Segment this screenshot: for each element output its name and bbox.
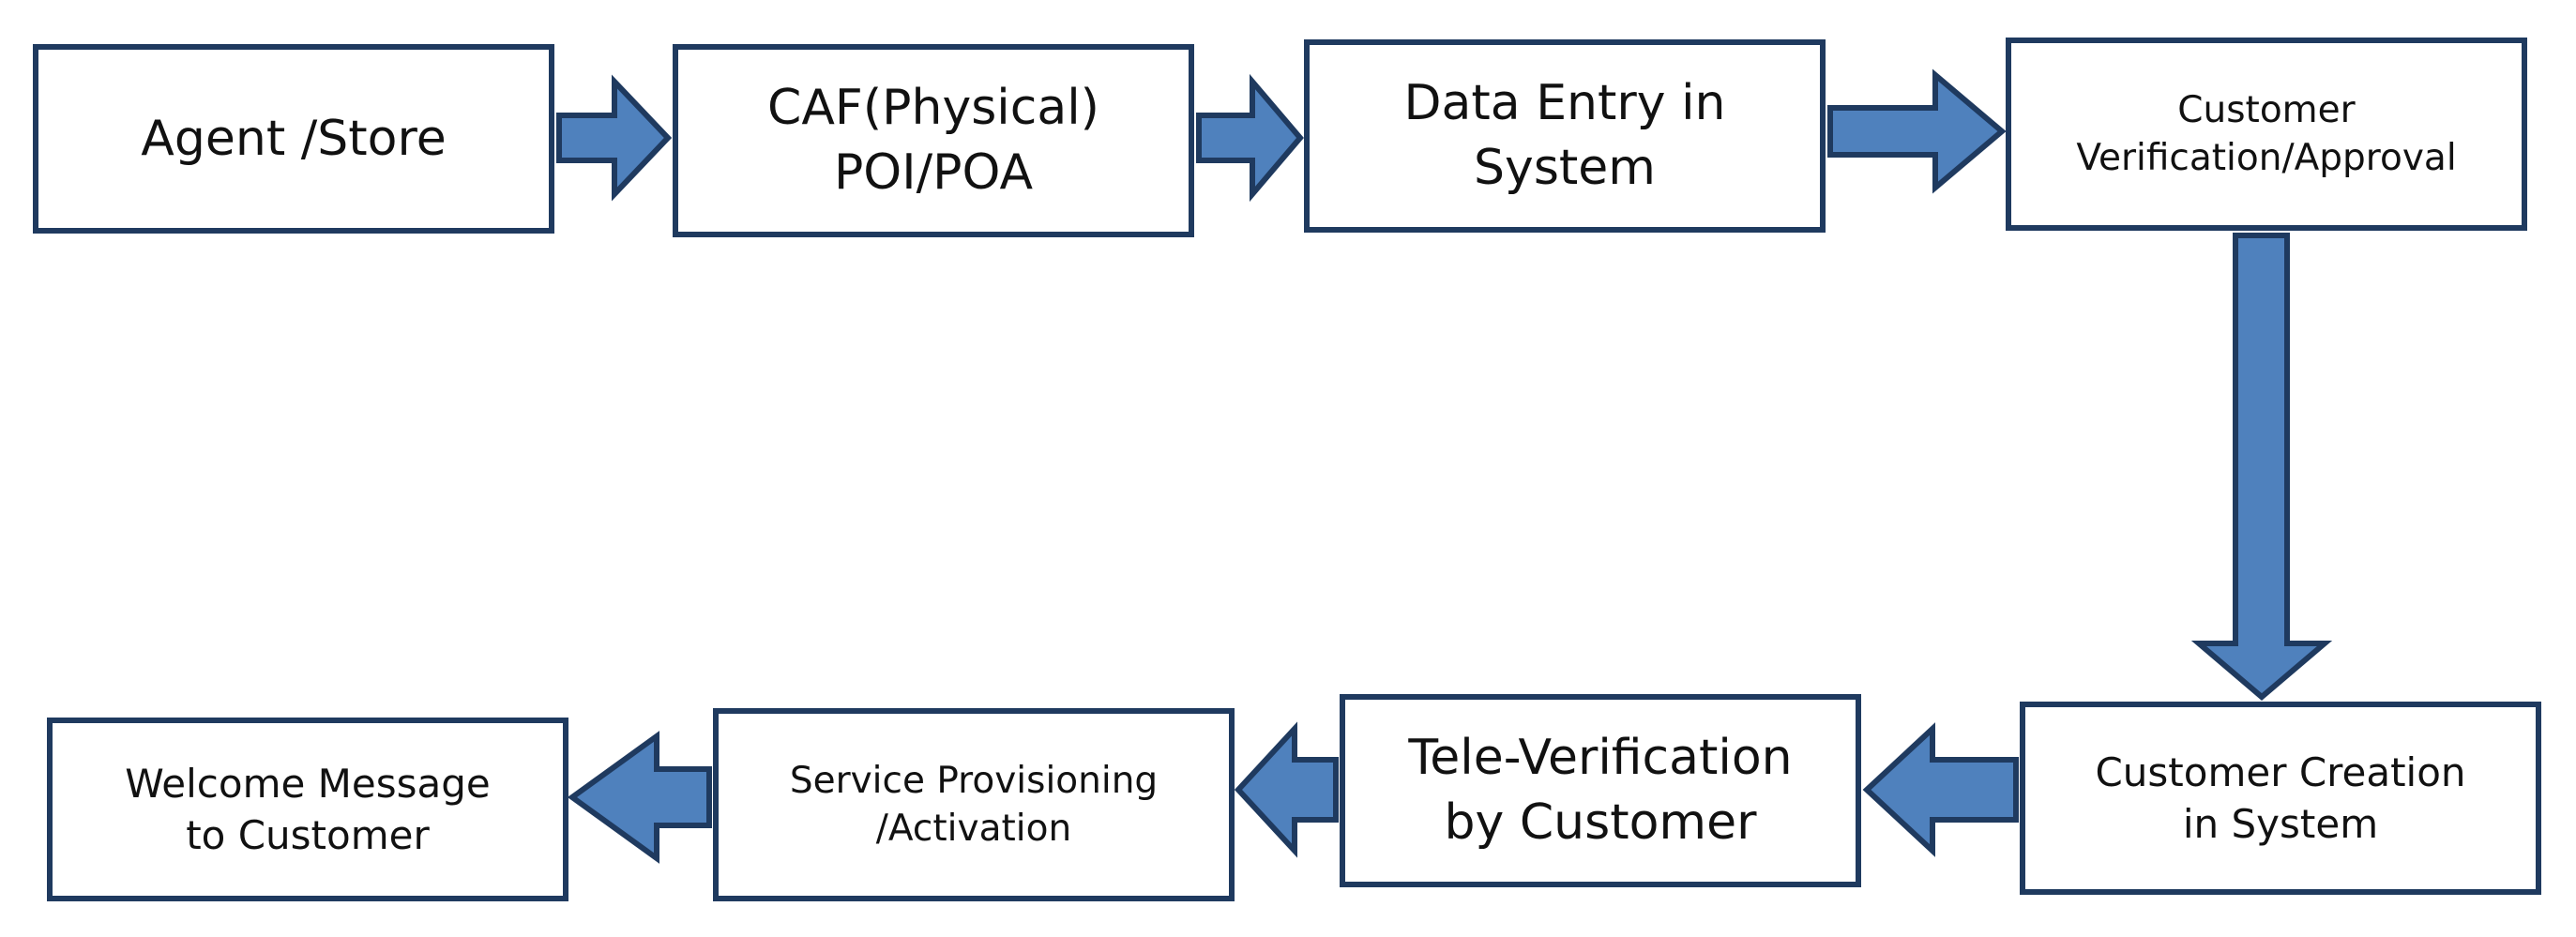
- step-tele-verification: Tele-Verification by Customer: [1340, 694, 1861, 887]
- arrow-tele-verification-to-provisioning: [1234, 721, 1339, 858]
- step-label: Service Provisioning /Activation: [789, 759, 1159, 850]
- step-caf-physical: CAF(Physical) POI/POA: [673, 44, 1194, 237]
- step-customer-creation: Customer Creation in System: [2020, 702, 2541, 895]
- step-label: Agent /Store: [141, 110, 447, 167]
- step-label: Tele-Verification by Customer: [1408, 730, 1793, 851]
- step-label: Customer Creation in System: [2095, 748, 2466, 847]
- arrow-agent-to-caf: [556, 74, 673, 202]
- arrow-verification-to-creation: [2190, 233, 2333, 701]
- step-data-entry: Data Entry in System: [1304, 39, 1826, 233]
- arrow-creation-to-tele-verification: [1862, 722, 2019, 857]
- arrow-caf-to-data-entry: [1196, 73, 1304, 203]
- arrow-provisioning-to-welcome: [567, 731, 712, 864]
- step-label: Data Entry in System: [1403, 75, 1726, 196]
- step-customer-verification: Customer Verification/Approval: [2006, 38, 2527, 231]
- step-agent-store: Agent /Store: [33, 44, 554, 234]
- step-label: CAF(Physical) POI/POA: [767, 80, 1099, 201]
- arrow-data-entry-to-verification: [1827, 68, 2007, 194]
- step-label: Welcome Message to Customer: [125, 760, 491, 858]
- step-service-provisioning: Service Provisioning /Activation: [713, 708, 1235, 901]
- step-welcome-message: Welcome Message to Customer: [47, 718, 568, 901]
- step-label: Customer Verification/Approval: [2076, 88, 2457, 179]
